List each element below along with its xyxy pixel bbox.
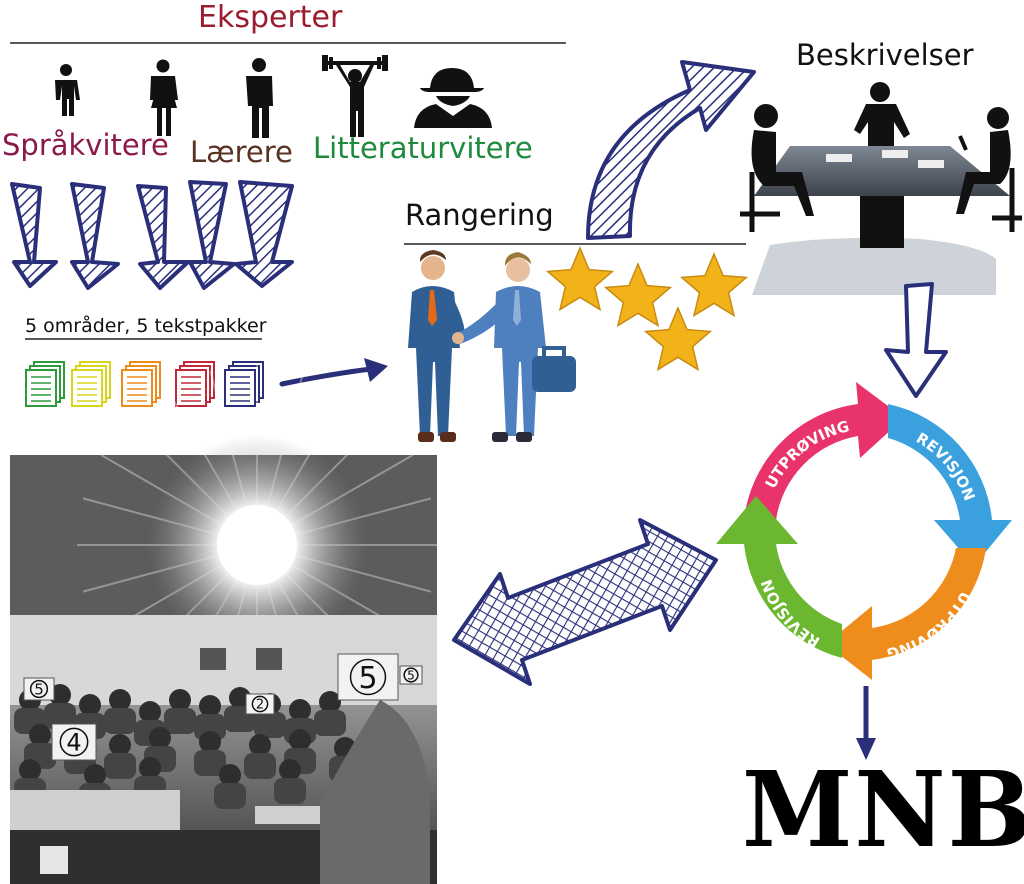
expert-label-teachers: Lærere (190, 135, 293, 169)
woman-icon (150, 59, 178, 136)
star-icon (603, 262, 673, 328)
down-arrow-2 (70, 182, 120, 290)
cycle-to-mnb-arrow (856, 686, 876, 760)
star-icon (545, 246, 615, 312)
down-arrow-3 (136, 184, 190, 290)
svg-text:5: 5 (358, 661, 377, 696)
svg-text:4: 4 (66, 729, 81, 757)
number-card: 4 (51, 723, 97, 761)
text-packet-icon (121, 361, 161, 407)
svg-text:2: 2 (256, 698, 264, 713)
packets-to-ranking-arrow (279, 358, 388, 387)
number-card: 5 (23, 677, 55, 701)
text-packets (25, 361, 264, 407)
down-arrow-1 (10, 182, 58, 288)
man-icon (55, 64, 80, 116)
cycle-segment-utproving-top (744, 382, 904, 520)
rating-stars (545, 246, 749, 372)
cycle-segment-utproving-bottom (826, 548, 986, 680)
expert-figures (55, 55, 492, 138)
expert-label-language: Språkvitere (2, 128, 169, 162)
text-packet-icon (25, 361, 65, 407)
ranking-label: Rangering (405, 198, 554, 232)
descriptions-label: Beskrivelser (796, 38, 974, 72)
number-card: 2 (245, 693, 275, 715)
teacher-icon (246, 58, 273, 138)
svg-text:5: 5 (407, 668, 415, 682)
audience-photo: 5 4 5 2 5 (10, 365, 437, 884)
spy-icon (414, 68, 492, 128)
revision-cycle: UTPRØVING REVISJON UTPRØVING REVISJON (716, 382, 1012, 680)
text-packet-icon (175, 361, 215, 407)
number-card: 5 (337, 653, 399, 701)
photo-cycle-double-arrow (452, 518, 718, 686)
weightlifter-icon (322, 55, 388, 137)
meeting-table-icon (740, 82, 1022, 295)
cycle-segment-revisjon-right (888, 404, 1012, 566)
ranking-to-descriptions-arrow (586, 60, 756, 240)
star-icon (679, 252, 749, 318)
mnb-logo: MNB (742, 748, 1024, 871)
descriptions-to-cycle-arrow (884, 282, 948, 398)
businessmen-handshake-icon (408, 250, 576, 442)
number-card: 5 (399, 665, 423, 685)
down-arrow-4 (188, 180, 236, 290)
down-arrow-5 (234, 180, 294, 288)
expert-down-arrows (10, 180, 294, 290)
experts-title: Eksperter (198, 0, 343, 35)
text-packet-icon (71, 361, 111, 407)
star-icon (643, 306, 713, 372)
text-packet-icon (224, 361, 264, 407)
areas-label: 5 områder, 5 tekstpakker (25, 315, 267, 337)
svg-text:5: 5 (34, 680, 44, 698)
expert-label-literature: Litteraturvitere (313, 131, 533, 165)
cycle-segment-revisjon-left (716, 496, 842, 658)
